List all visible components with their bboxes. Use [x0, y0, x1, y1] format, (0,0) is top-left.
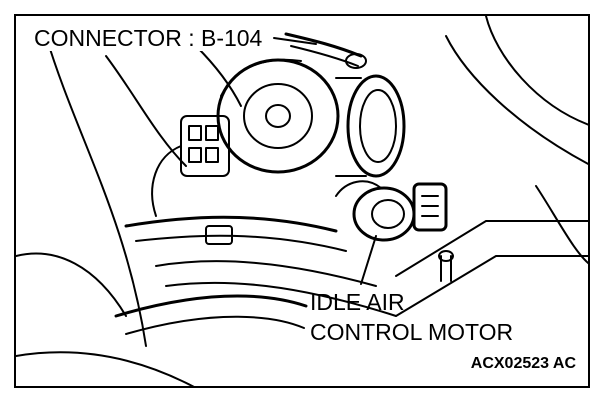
engine-illustration: [16, 16, 588, 386]
sensor-connector: [180, 115, 230, 177]
bracket: [395, 220, 588, 277]
throttle-body-hub: [265, 104, 291, 128]
engine-bay-outline: [485, 16, 588, 126]
harness-clip: [205, 225, 233, 245]
iac-connector-pins: [421, 195, 439, 217]
bolt: [438, 250, 454, 262]
part-label-line1: IDLE AIR: [310, 289, 405, 315]
connector-label: CONNECTOR : B-104: [32, 25, 265, 51]
upper-hose: [290, 45, 359, 67]
engine-bay-outline: [45, 35, 147, 347]
iac-mount: [335, 180, 382, 197]
lower-hose: [114, 294, 308, 318]
throttle-body-inner: [243, 83, 313, 149]
engine-bay-outline: [195, 45, 242, 107]
engine-bay-outline: [16, 351, 195, 386]
throttle-body-rim: [220, 58, 302, 97]
bolt-shaft: [440, 255, 452, 282]
wire-harness: [135, 234, 347, 252]
wire-harness: [165, 281, 397, 317]
connector-pin: [205, 125, 219, 141]
connector-pin: [188, 125, 202, 141]
connector-pin: [205, 147, 219, 163]
leader-line-part: [360, 235, 377, 285]
iac-motor-face: [371, 199, 405, 229]
bracket: [395, 255, 588, 317]
sensor-wire: [151, 145, 182, 217]
hose-end: [345, 53, 367, 69]
intake-port-inner: [359, 89, 397, 163]
upper-hose: [284, 32, 363, 58]
engine-bay-outline: [105, 55, 187, 167]
diagram-frame: CONNECTOR : B-104 IDLE AIR CONTROL MOTOR…: [14, 14, 590, 388]
iac-connector-b104: [412, 182, 448, 232]
intake-port: [346, 74, 406, 178]
connector-pin: [188, 147, 202, 163]
wire-harness: [155, 260, 377, 287]
wire-harness: [124, 215, 338, 233]
engine-bay-outline: [445, 35, 588, 165]
lower-hose: [125, 315, 305, 335]
part-label-line2: CONTROL MOTOR: [310, 319, 514, 345]
leader-line-connector: [273, 37, 317, 45]
figure-code: ACX02523 AC: [470, 355, 576, 372]
engine-bay-outline: [535, 185, 588, 265]
intake-body: [335, 77, 367, 177]
engine-bay-outline: [16, 252, 127, 317]
